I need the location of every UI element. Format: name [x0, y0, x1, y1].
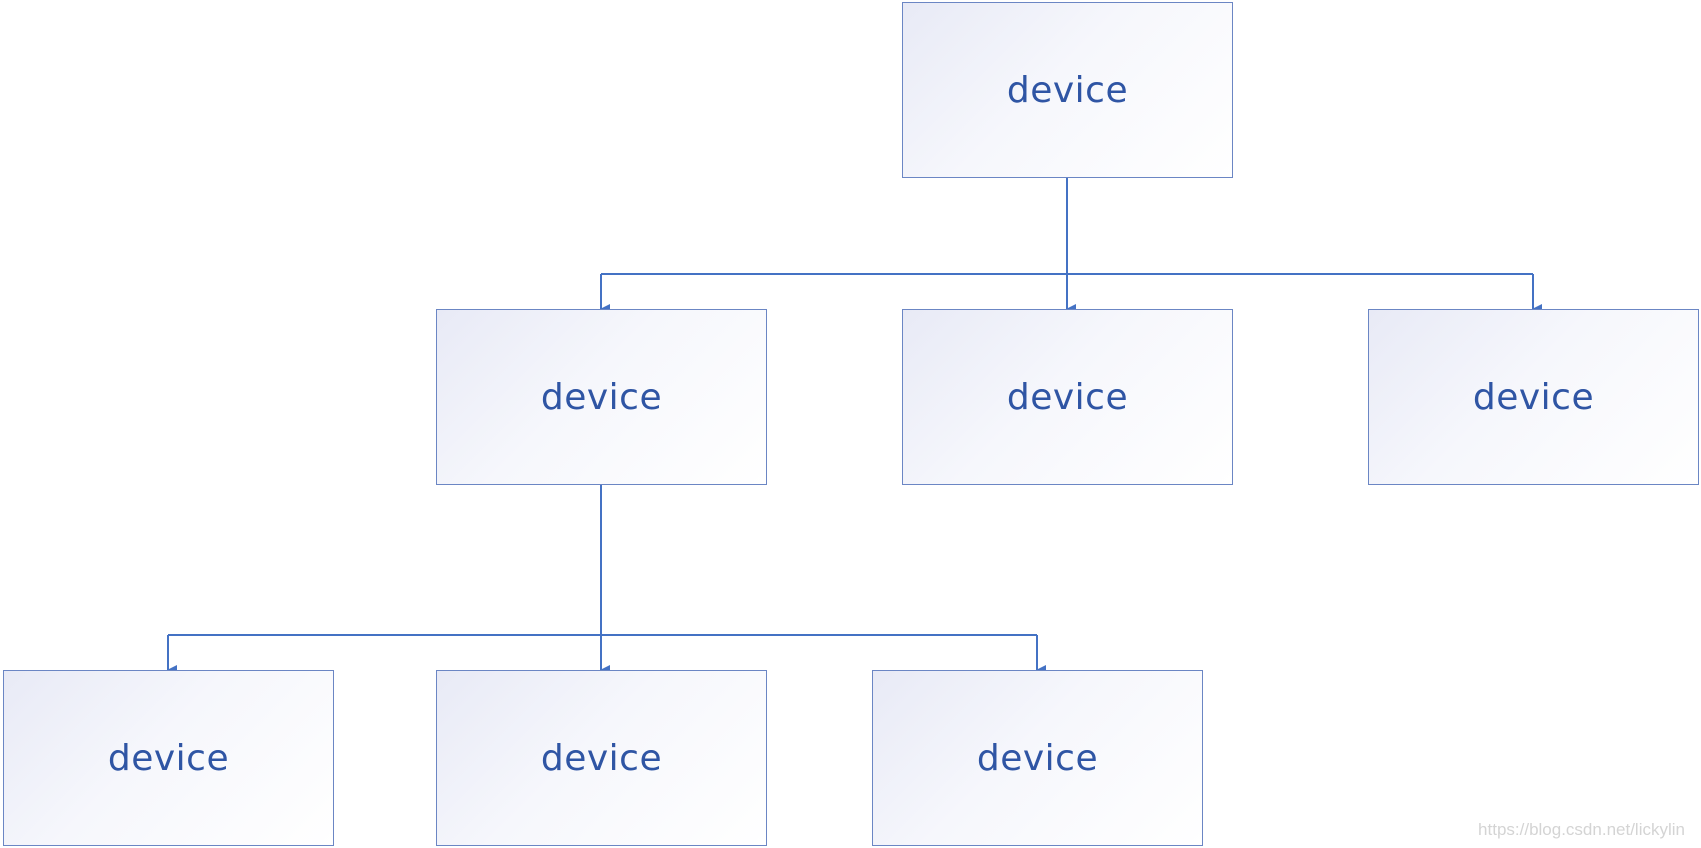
device-node-level1-right[interactable]: device — [1368, 309, 1699, 485]
device-node-level2-left[interactable]: device — [3, 670, 334, 846]
device-node-label: device — [1472, 376, 1595, 418]
device-node-level1-middle[interactable]: device — [902, 309, 1233, 485]
device-node-root[interactable]: device — [902, 2, 1233, 178]
device-node-level1-left[interactable]: device — [436, 309, 767, 485]
device-node-label: device — [1006, 69, 1129, 111]
device-node-label: device — [976, 737, 1099, 779]
device-node-level2-middle[interactable]: device — [436, 670, 767, 846]
watermark-text: https://blog.csdn.net/lickylin — [1478, 820, 1685, 839]
device-node-label: device — [1006, 376, 1129, 418]
device-node-label: device — [107, 737, 230, 779]
device-node-label: device — [540, 737, 663, 779]
device-node-level2-right[interactable]: device — [872, 670, 1203, 846]
device-node-label: device — [540, 376, 663, 418]
